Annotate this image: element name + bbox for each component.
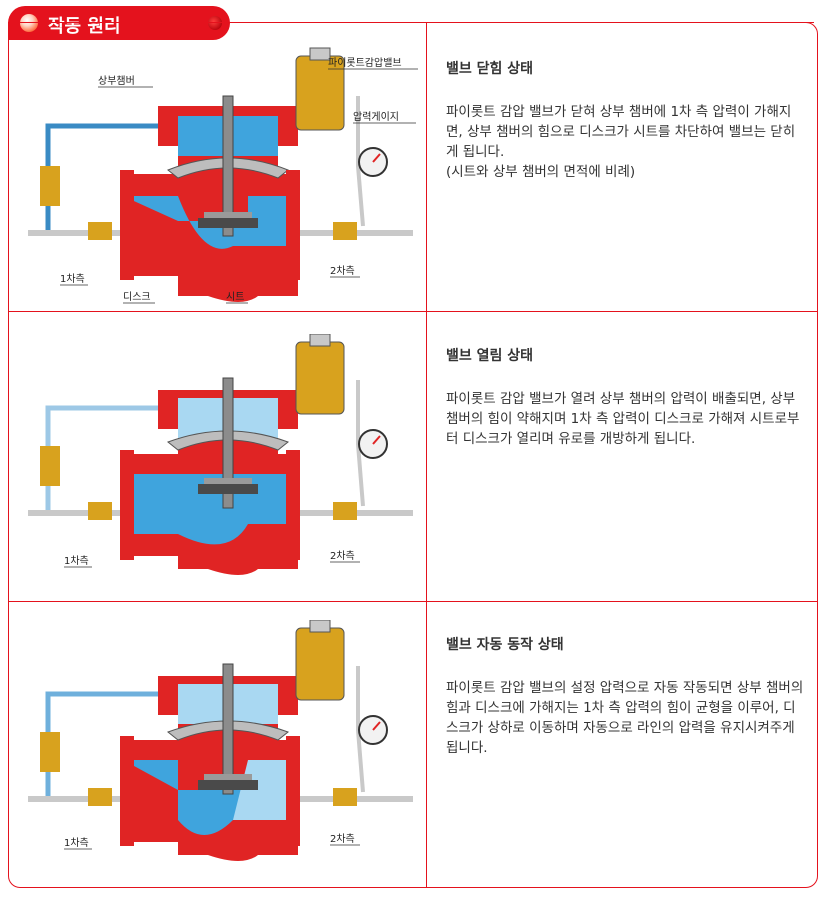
label-primary-side: 1차측: [60, 273, 85, 285]
gauge-tube: [356, 96, 365, 227]
panel-description: 파이롯트 감압 밸브가 닫혀 상부 챔버에 1차 측 압력이 가해지면, 상부 …: [446, 104, 796, 180]
label-primary-side: 1차측: [64, 555, 89, 567]
content-frame: [8, 22, 818, 888]
label-secondary-side: 2차측: [330, 550, 355, 562]
row-divider-1: [9, 311, 817, 312]
gauge-needle: [372, 153, 381, 163]
label-disc: 디스크: [123, 291, 151, 303]
pilot-valve: [295, 341, 345, 415]
fitting-outlet: [333, 788, 357, 806]
disc-holder: [204, 478, 252, 484]
disc: [198, 780, 258, 790]
pilot-adjust-screw: [309, 47, 331, 61]
pilot-valve: [295, 627, 345, 701]
pilot-adjust-screw: [309, 334, 331, 347]
valve-stem: [222, 663, 234, 795]
strainer: [40, 446, 60, 486]
fitting-outlet: [333, 502, 357, 520]
label-pressure-gauge: 압력게이지: [353, 110, 399, 123]
flange-left: [120, 450, 134, 560]
valve-stem: [222, 377, 234, 509]
fitting-inlet: [88, 502, 112, 520]
fitting-outlet: [333, 222, 357, 240]
label-secondary-side: 2차측: [330, 265, 355, 277]
disc: [198, 218, 258, 228]
disc-holder: [204, 212, 252, 218]
panel-description: 파이롯트 감압 밸브가 열려 상부 챔버의 압력이 배출되면, 상부 챔버의 힘…: [446, 391, 800, 447]
strainer: [40, 166, 60, 206]
label-seat: 시트: [226, 291, 244, 303]
flange-right: [286, 450, 300, 560]
panel-description: 파이롯트 감압 밸브의 설정 압력으로 자동 작동되면 상부 챔버의 힘과 디스…: [446, 680, 804, 756]
column-divider: [426, 23, 427, 887]
diaphragm: [166, 720, 290, 741]
fitting-inlet: [88, 788, 112, 806]
flange-left: [120, 736, 134, 846]
panel-auto-text: 밸브 자동 동작 상태 파이롯트 감압 밸브의 설정 압력으로 자동 작동되면 …: [446, 634, 806, 758]
valve-open-diagram: 1차측 2차측: [28, 334, 413, 575]
flange-right: [286, 736, 300, 846]
disc-holder: [204, 774, 252, 780]
valve-closed-diagram: 상부챔버 파이롯트감압밸브 압력게이지 1차측 2차측 디스크 시트: [28, 47, 418, 304]
flange-right: [286, 170, 300, 280]
valve-stem: [222, 95, 234, 237]
pilot-adjust-screw: [309, 620, 331, 633]
bullet-circle-icon: [20, 14, 38, 32]
disc: [198, 484, 258, 494]
panel-title: 밸브 열림 상태: [446, 348, 534, 364]
fitting-inlet: [88, 222, 112, 240]
panel-title: 밸브 자동 동작 상태: [446, 637, 564, 653]
label-primary-side: 1차측: [64, 837, 89, 849]
panel-title: 밸브 닫힘 상태: [446, 61, 534, 77]
panel-closed-text: 밸브 닫힘 상태 파이롯트 감압 밸브가 닫혀 상부 챔버에 1차 측 압력이 …: [446, 58, 806, 182]
section-header: 작동 원리: [8, 6, 230, 40]
valve-auto-diagram: 1차측 2차측: [28, 620, 413, 861]
label-upper-chamber: 상부챔버: [98, 75, 135, 87]
gauge-needle: [372, 721, 381, 731]
row-divider-2: [9, 601, 817, 602]
label-secondary-side: 2차측: [330, 833, 355, 845]
red-dot-icon: [208, 16, 222, 30]
strainer: [40, 732, 60, 772]
panel-open-text: 밸브 열림 상태 파이롯트 감압 밸브가 열려 상부 챔버의 압력이 배출되면,…: [446, 345, 806, 449]
label-pilot-valve: 파이롯트감압밸브: [328, 56, 402, 69]
flange-left: [120, 170, 134, 280]
diaphragm: [166, 430, 290, 451]
gauge-needle: [372, 435, 381, 445]
section-title: 작동 원리: [48, 16, 121, 37]
